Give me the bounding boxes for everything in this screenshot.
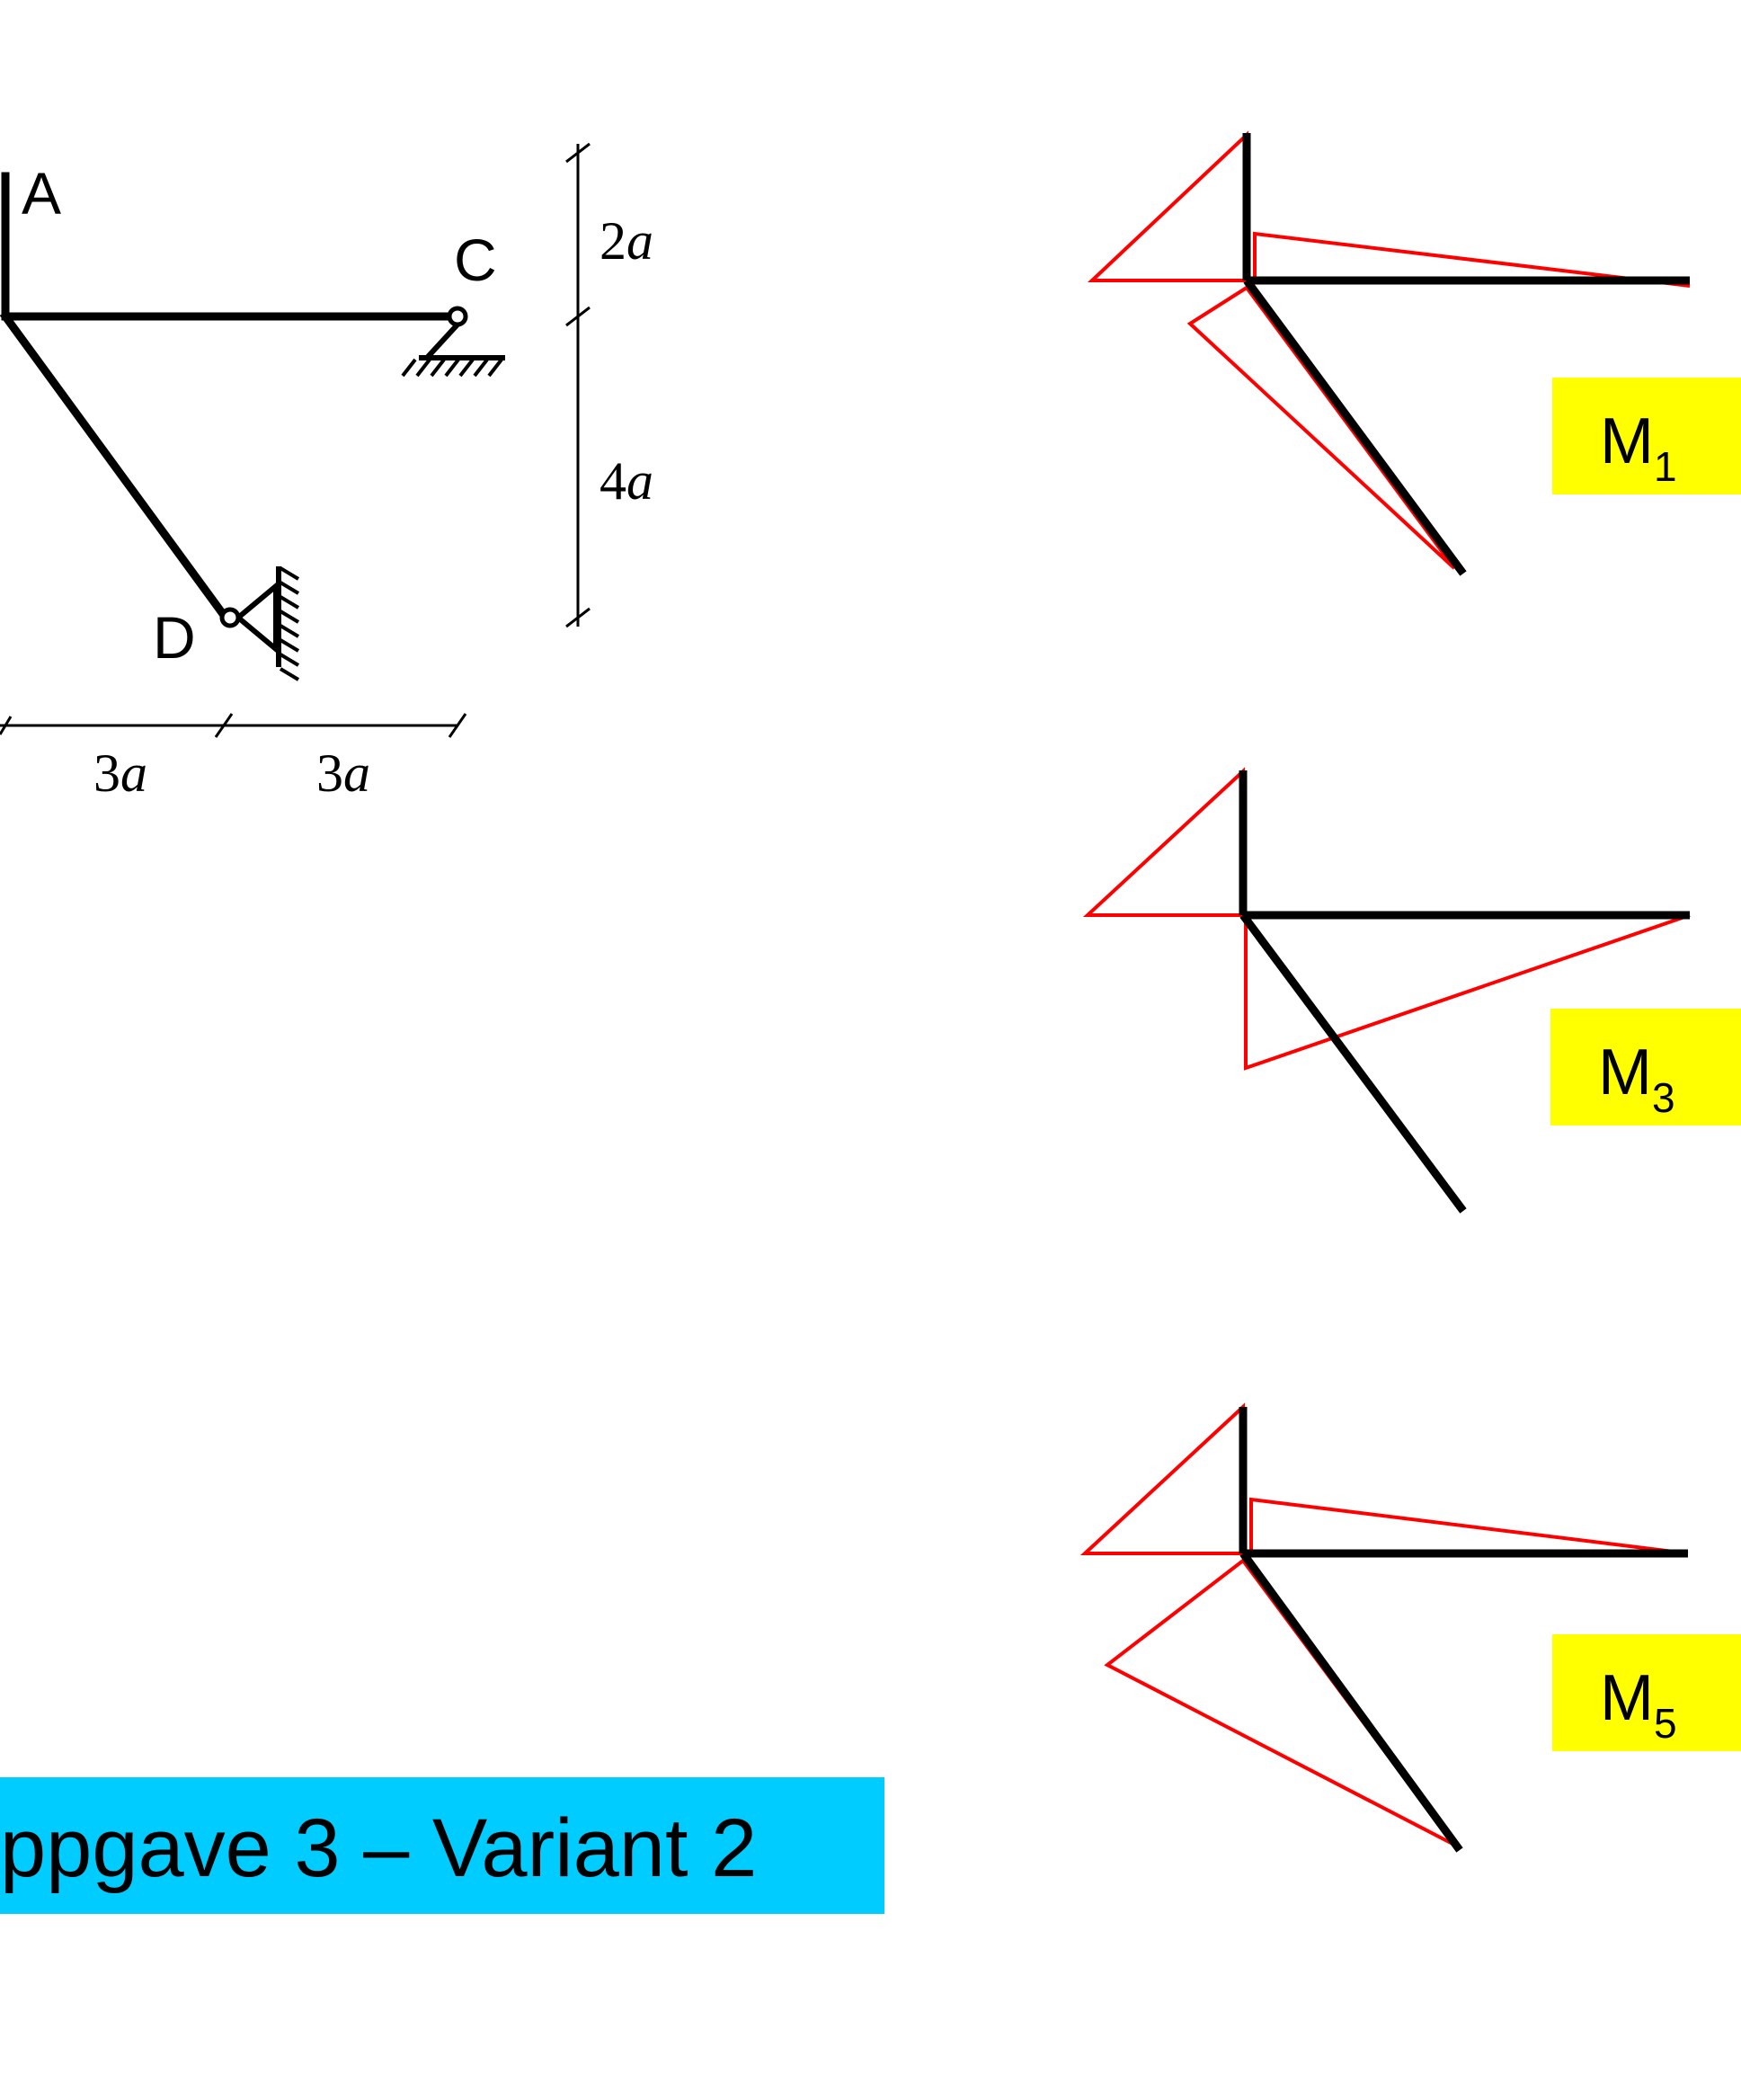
dimension-vertical bbox=[565, 142, 591, 628]
m3-frame bbox=[1239, 770, 1690, 1214]
node-label-c: C bbox=[454, 227, 497, 293]
dimension-label-2a: 2a bbox=[600, 211, 653, 271]
moment-diagram-m5: M5 bbox=[1079, 1402, 1741, 1853]
title-text: ppgave 3 – Variant 2 bbox=[0, 1802, 757, 1894]
node-label-a: A bbox=[22, 160, 61, 227]
node-label-d: D bbox=[153, 604, 196, 671]
dimension-label-3a-right: 3a bbox=[316, 743, 370, 803]
dimension-label-3a-left: 3a bbox=[93, 743, 147, 803]
m3-label-box bbox=[1550, 1009, 1741, 1126]
m5-label: M5 bbox=[1600, 1662, 1677, 1747]
dimension-label-4a: 4a bbox=[600, 451, 653, 511]
m1-frame bbox=[1242, 133, 1690, 576]
moment-diagram-m3: M3 bbox=[1082, 767, 1741, 1214]
m5-frame bbox=[1239, 1407, 1688, 1853]
pin-support-d bbox=[219, 566, 300, 681]
pin-support-c bbox=[401, 306, 505, 378]
structure-frame bbox=[0, 172, 455, 620]
m3-label: M3 bbox=[1598, 1037, 1675, 1121]
dimension-horizontal bbox=[0, 713, 467, 738]
m1-moment-polygons bbox=[1087, 130, 1691, 570]
m5-moment-polygons bbox=[1079, 1402, 1689, 1846]
m5-label-box bbox=[1552, 1634, 1741, 1751]
member-diagonal-bd bbox=[0, 310, 229, 620]
m1-label-box bbox=[1552, 378, 1741, 494]
moment-diagram-m1: M1 bbox=[1087, 130, 1741, 576]
m1-label: M1 bbox=[1600, 405, 1677, 490]
title-banner bbox=[0, 1777, 884, 1914]
